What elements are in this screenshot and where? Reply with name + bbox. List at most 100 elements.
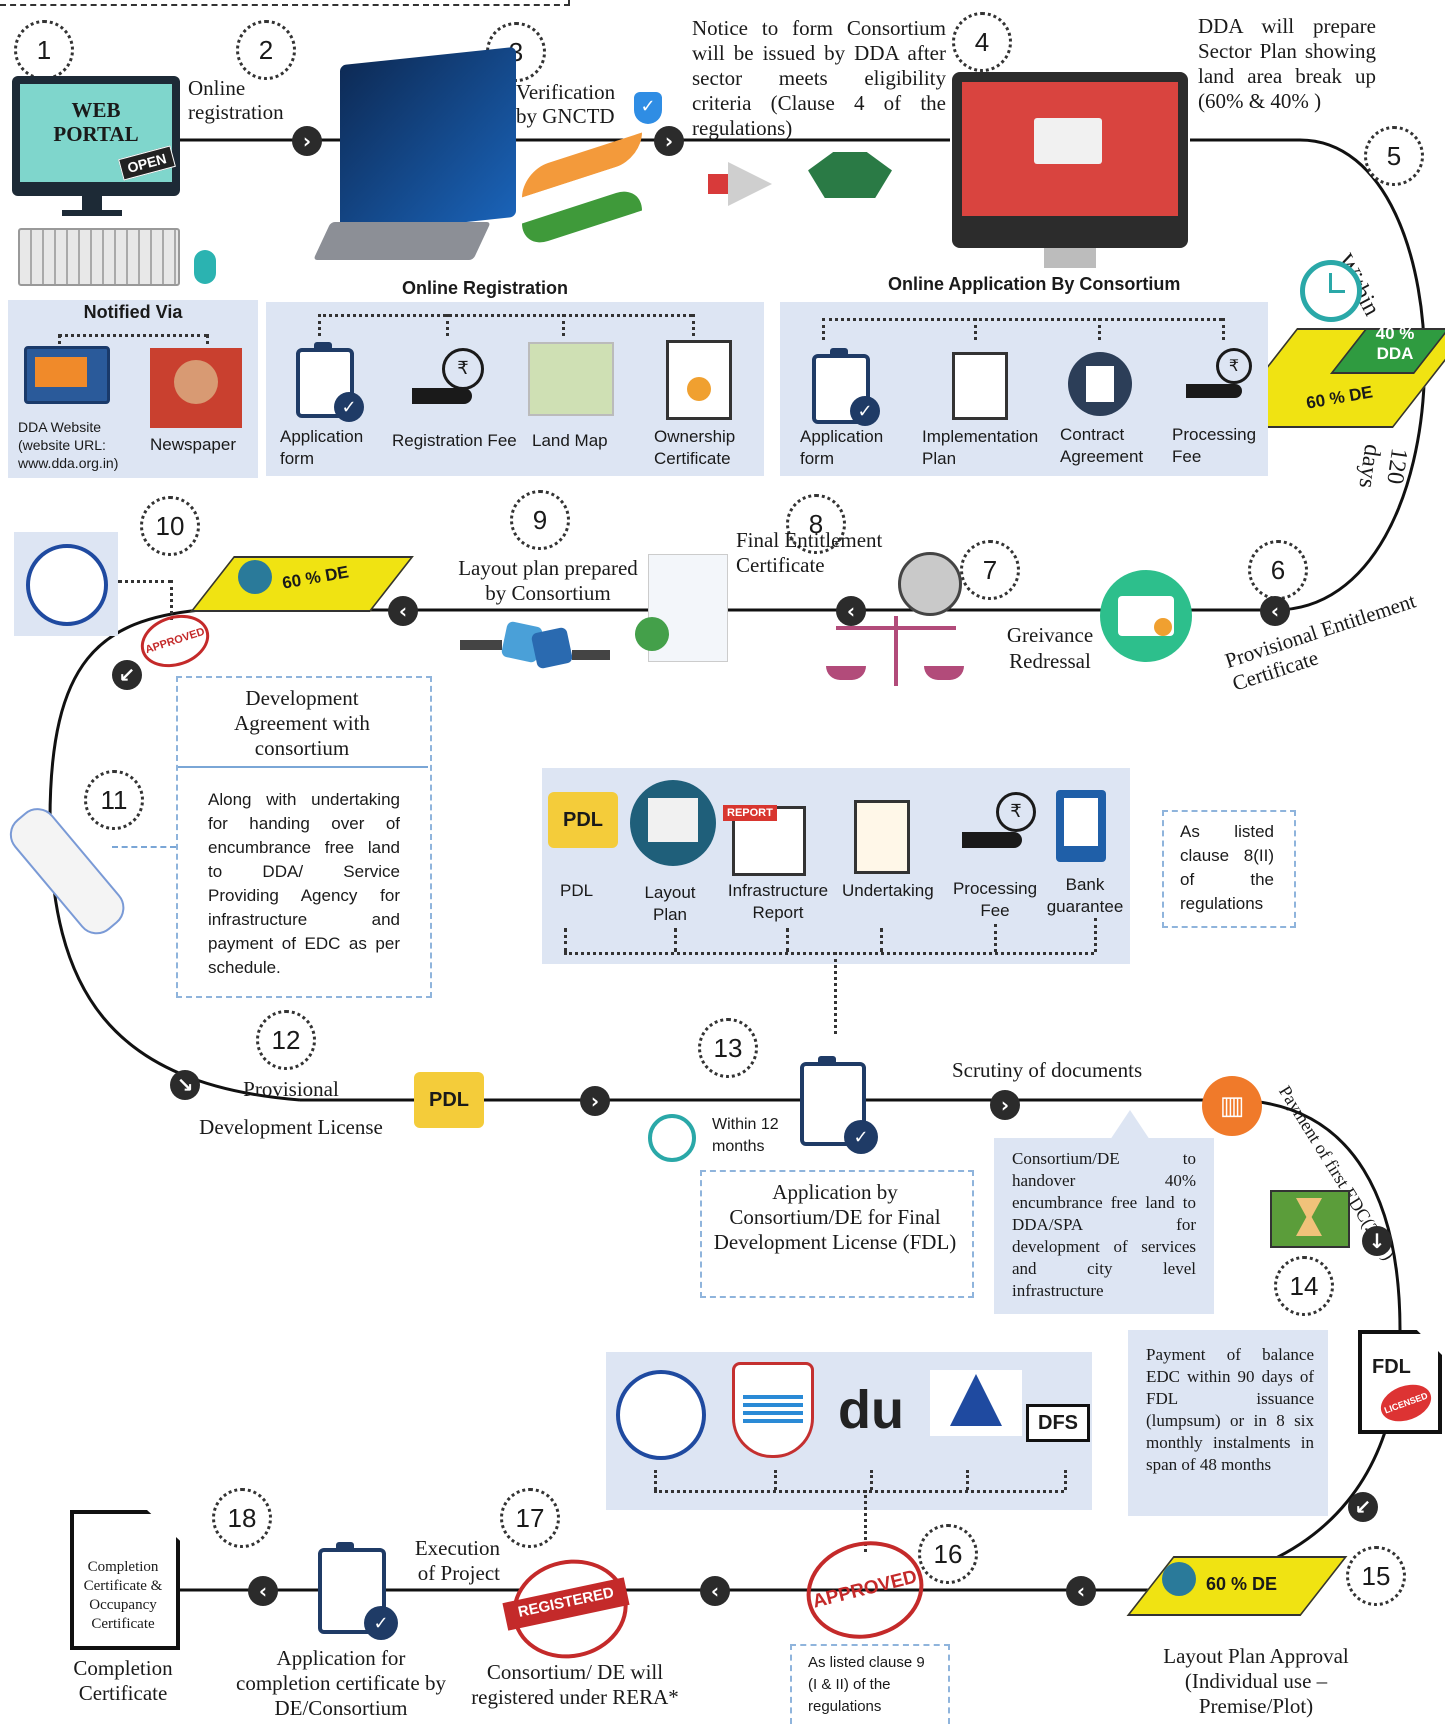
app-item-2: Implementation Plan bbox=[922, 427, 1039, 468]
doc-item-1: PDL bbox=[560, 881, 594, 900]
dda-40-label: 40 % DDA bbox=[1360, 324, 1430, 364]
money-hourglass-icon bbox=[1270, 1190, 1350, 1248]
bank-guarantee-doc-icon bbox=[1056, 790, 1106, 862]
flow-arrow-scrutiny: › bbox=[990, 1090, 1020, 1120]
scroll-connector bbox=[112, 846, 176, 848]
processing-fee-icon: ₹ bbox=[1186, 348, 1256, 404]
reg-item-2: Registration Fee bbox=[392, 431, 517, 450]
app-connector-2 bbox=[974, 318, 977, 340]
step-18-label: Completion Certificate bbox=[73, 1656, 173, 1705]
step-15-de-label: 60 % DE bbox=[1206, 1574, 1278, 1594]
step-2-label: Online registration bbox=[188, 76, 284, 124]
step-10-number: 10 bbox=[140, 496, 200, 556]
agencies-connector-down bbox=[864, 1490, 867, 1552]
fdl-application-text: Application by Consortium/DE for Final D… bbox=[713, 1180, 957, 1254]
flow-arrow-15: ↙ bbox=[1348, 1492, 1378, 1522]
web-portal-text: WEB PORTAL bbox=[20, 98, 172, 146]
step-12-label: Provisional Development License bbox=[199, 1077, 383, 1139]
reg-connector-3 bbox=[562, 314, 565, 336]
pdl-license-icon: PDL bbox=[414, 1072, 484, 1128]
land-map-icon bbox=[528, 342, 614, 416]
reg-item-4: Ownership Certificate bbox=[654, 427, 736, 468]
top-dashed-corner bbox=[568, 0, 572, 6]
flow-arrow-2: › bbox=[292, 126, 322, 156]
app-connector-4 bbox=[1222, 318, 1225, 340]
certificate-badge-icon bbox=[1100, 570, 1192, 662]
step-15-label: Layout Plan Approval (Individual use – P… bbox=[1163, 1644, 1349, 1718]
dda-logo-connector-v bbox=[170, 580, 173, 620]
edc-balance-panel bbox=[1128, 1330, 1328, 1516]
clause-8-box bbox=[1162, 810, 1296, 928]
fdl-application-box bbox=[700, 1170, 974, 1298]
step-5-label: DDA will prepare Sector Plan showing lan… bbox=[1198, 14, 1376, 113]
justice-scale-icon bbox=[826, 616, 966, 696]
docs-connector-3 bbox=[786, 928, 789, 952]
step-15-number: 15 bbox=[1346, 1546, 1406, 1606]
step-7-label: Greivance Redressal bbox=[1006, 623, 1094, 673]
newspaper-icon bbox=[150, 348, 242, 428]
land-split-icon: 40 % DDA 60 % DE bbox=[1218, 318, 1445, 430]
website-icon bbox=[24, 346, 110, 404]
docs-connector-4 bbox=[880, 928, 883, 952]
notified-connector-l bbox=[58, 334, 61, 352]
reg-connector-2 bbox=[446, 314, 449, 336]
flow-arrow-6: ‹ bbox=[1260, 596, 1290, 626]
flow-arrow-10: ↙ bbox=[112, 660, 142, 690]
flow-arrow-17: ‹ bbox=[700, 1576, 730, 1606]
reg-connector-1 bbox=[318, 314, 321, 336]
mouse-icon bbox=[194, 250, 216, 284]
flow-arrow-12: ↘ bbox=[170, 1070, 200, 1100]
stopwatch-icon bbox=[898, 552, 962, 616]
computer-verification-icon bbox=[340, 46, 516, 236]
handover-pointer bbox=[1110, 1110, 1150, 1140]
contract-agreement-icon bbox=[1068, 352, 1132, 416]
completion-certificate-doc bbox=[70, 1510, 180, 1650]
report-doc-icon: REPORT bbox=[723, 805, 806, 876]
step-17-number: 17 bbox=[500, 1488, 560, 1548]
days-label: 120 days bbox=[1353, 442, 1412, 490]
online-application-title: Online Application By Consortium bbox=[888, 274, 1181, 294]
app-connector-h bbox=[822, 318, 1222, 321]
doc-item-6: Bank guarantee bbox=[1046, 875, 1124, 916]
doc-item-4: Undertaking bbox=[842, 881, 934, 900]
application-check-icon-2: ✓ bbox=[850, 396, 880, 426]
agencies-connector-2 bbox=[774, 1470, 777, 1490]
docs-connector-5 bbox=[994, 924, 997, 952]
dda-logo bbox=[14, 532, 118, 636]
step-5-number: 5 bbox=[1364, 126, 1424, 186]
flow-arrow-8: ‹ bbox=[836, 596, 866, 626]
documents-panel bbox=[542, 768, 1130, 964]
document-award-icon bbox=[635, 554, 728, 662]
docs-connector-2 bbox=[674, 928, 677, 952]
licensed-stamp: LICENSED bbox=[1375, 1378, 1437, 1428]
notice-computer-icon bbox=[952, 72, 1188, 248]
layout-plan-doc-icon bbox=[630, 780, 716, 866]
keyboard-icon bbox=[18, 228, 180, 286]
step-10-land-icon: 60 % DE bbox=[190, 548, 414, 618]
edc-balance-text: Payment of balance EDC within 90 days of… bbox=[1146, 1345, 1314, 1474]
puzzle-hands-icon bbox=[460, 620, 610, 676]
newspaper-label: Newspaper bbox=[150, 435, 236, 454]
docs-connector-1 bbox=[564, 928, 567, 952]
development-agreement-box bbox=[176, 676, 432, 998]
doc-item-2: Layout Plan bbox=[644, 883, 696, 924]
dda-logo-connector bbox=[118, 580, 172, 583]
fdl-doc-icon: FDL LICENSED bbox=[1358, 1330, 1442, 1434]
top-dashed-border bbox=[0, 0, 570, 6]
step-7-number: 7 bbox=[960, 540, 1020, 600]
development-agreement-divider bbox=[178, 766, 428, 768]
application-form-icon bbox=[296, 342, 354, 418]
flow-arrow-3: › bbox=[654, 126, 684, 156]
flow-arrow-14: ↓ bbox=[1362, 1226, 1392, 1256]
agencies-connector-3 bbox=[870, 1470, 873, 1490]
monitor-base bbox=[62, 210, 122, 216]
online-registration-title: Online Registration bbox=[402, 278, 569, 298]
completion-doc-text: Completion Certificate & Occupancy Certi… bbox=[83, 1559, 163, 1632]
clause-9-box bbox=[790, 1644, 950, 1724]
timer-clock-icon bbox=[648, 1114, 696, 1162]
clock-icon bbox=[1300, 260, 1362, 322]
agencies-connector-1 bbox=[654, 1470, 657, 1490]
step-18-app-label: Application for completion certificate b… bbox=[236, 1646, 446, 1720]
scrutiny-label: Scrutiny of documents bbox=[952, 1058, 1143, 1082]
agencies-connector-5 bbox=[1064, 1470, 1067, 1490]
